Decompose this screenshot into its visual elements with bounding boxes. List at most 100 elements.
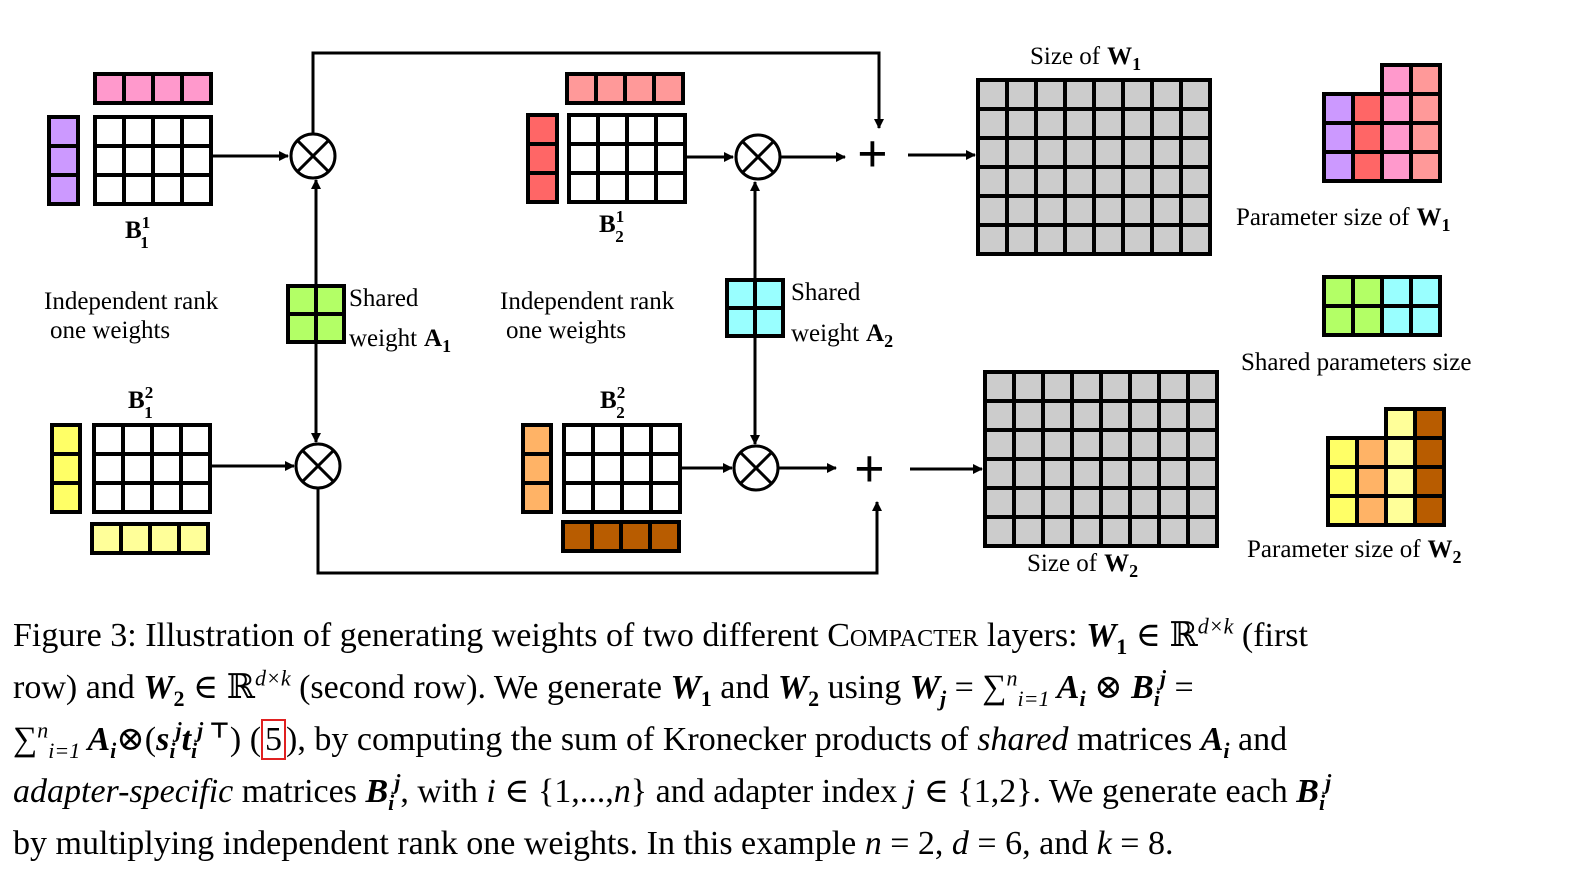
rank-one-col-vector-b21-cell (526, 142, 559, 175)
rank-one-col-vector-b22-cell (521, 452, 553, 485)
shared-weight-a2-cell (725, 306, 757, 338)
weight-matrix-w2-cell (1070, 515, 1103, 548)
rank-one-row-vector-b11-cell (180, 72, 213, 105)
caption-line-3: ∑ni=1 Ai⊗(sijtij ⊤) (5), by computing th… (13, 717, 1288, 763)
weight-matrix-w2-cell (1070, 399, 1103, 432)
shared-params-size-cell (1351, 304, 1384, 337)
weight-matrix-w2-cell (983, 457, 1016, 490)
param-size-w2-cell (1355, 436, 1388, 469)
weight-matrix-w1-cell (1179, 78, 1212, 111)
param-size-w1-cell (1380, 121, 1413, 154)
rank-one-row-vector-b22-cell (561, 520, 594, 553)
weight-matrix-w1-cell (1121, 78, 1154, 111)
matrix-b12-cell (92, 423, 125, 456)
weight-matrix-w2-cell (1128, 457, 1161, 490)
weight-matrix-w1-cell (1005, 223, 1038, 256)
param-size-w1-cell (1322, 92, 1355, 125)
weight-matrix-w1-cell (1150, 223, 1183, 256)
kronecker-icon-b22-stroke (739, 451, 773, 485)
weight-matrix-w1-cell (1092, 78, 1125, 111)
rank-one-col-vector-b22-cell (521, 481, 553, 514)
matrix-b11-cell (180, 115, 213, 148)
matrix-b22-cell (591, 423, 624, 456)
weight-matrix-w2-cell (1157, 457, 1190, 490)
matrix-b21-cell (625, 142, 658, 175)
matrix-b22-cell (620, 423, 653, 456)
weight-matrix-w2-cell (1099, 486, 1132, 519)
weight-matrix-w2-cell (1186, 399, 1219, 432)
weight-matrix-w1-cell (1121, 165, 1154, 198)
kronecker-icon-b11-stroke (296, 139, 330, 173)
weight-matrix-w2-cell (1157, 486, 1190, 519)
figure-caption: Figure 3: Illustration of generating wei… (13, 610, 1533, 870)
rank-one-row-vector-b22-cell (648, 520, 681, 553)
rank-one-row-vector-b21-cell (623, 72, 656, 105)
weight-matrix-w1-cell (1063, 194, 1096, 227)
weight-matrix-w1-cell (1121, 107, 1154, 140)
rank-one-col-vector-b21-cell (526, 171, 559, 204)
weight-matrix-w2-cell (1157, 428, 1190, 461)
weight-matrix-w2-cell (1099, 428, 1132, 461)
weight-matrix-w2-cell (1128, 515, 1161, 548)
caption-line-5: by multiplying independent rank one weig… (13, 825, 1174, 862)
independent-weights-label-1b: one weights (50, 317, 170, 344)
weight-matrix-w1-cell (976, 107, 1009, 140)
weight-matrix-w1-cell (1092, 107, 1125, 140)
matrix-b22-cell (620, 452, 653, 485)
weight-matrix-w2-cell (1186, 457, 1219, 490)
shared-params-size-cell (1380, 275, 1413, 308)
rank-one-col-vector-b12-cell (50, 452, 82, 485)
param-size-w1-cell (1351, 150, 1384, 183)
param-size-w2-cell (1355, 465, 1388, 498)
param-size-w2-cell (1355, 494, 1388, 527)
matrix-b21-cell (596, 142, 629, 175)
matrix-b11-cell (93, 115, 126, 148)
rank-one-row-vector-b12-cell (90, 522, 123, 555)
weight-matrix-w2-cell (1070, 457, 1103, 490)
shared-weight-a2-cell (753, 306, 785, 338)
matrix-b21-cell (567, 113, 600, 146)
weight-matrix-w2-cell (1012, 486, 1045, 519)
param-size-w2-cell (1384, 436, 1417, 469)
param-size-w1-cell (1380, 150, 1413, 183)
matrix-b11-cell (93, 144, 126, 177)
param-size-w2-cell (1413, 436, 1446, 469)
weight-matrix-w1-cell (1121, 194, 1154, 227)
matrix-b22-cell (649, 481, 682, 514)
shared-params-size-cell (1380, 304, 1413, 337)
matrix-b12-cell (179, 481, 212, 514)
weight-matrix-w2-cell (983, 515, 1016, 548)
weight-matrix-w2-cell (1041, 486, 1074, 519)
shared-params-size-cell (1322, 275, 1355, 308)
weight-matrix-w1-cell (1063, 78, 1096, 111)
weight-matrix-w2-cell (1070, 486, 1103, 519)
weight-matrix-w2-cell (1186, 428, 1219, 461)
weight-matrix-w1-cell (1121, 223, 1154, 256)
weight-matrix-w1-cell (1034, 78, 1067, 111)
param-size-w1-cell (1380, 92, 1413, 125)
shared-params-size-cell (1322, 304, 1355, 337)
matrix-b21-cell (654, 171, 687, 204)
matrix-b12-cell (121, 481, 154, 514)
weight-matrix-w2-cell (983, 486, 1016, 519)
weight-matrix-w1-cell (1121, 136, 1154, 169)
weight-matrix-w2-cell (1157, 515, 1190, 548)
weight-matrix-w2-cell (1128, 399, 1161, 432)
kronecker-icon-b21-stroke (741, 140, 775, 174)
rank-one-row-vector-b21-cell (565, 72, 598, 105)
matrix-b12-cell (121, 452, 154, 485)
weight-matrix-w1-cell (1150, 78, 1183, 111)
matrix-b11-cell (180, 173, 213, 206)
rank-one-col-vector-b11-cell (47, 144, 80, 177)
weight-matrix-w1-cell (1005, 107, 1038, 140)
equation-reference-link[interactable]: 5 (261, 719, 287, 760)
param-size-w2-cell (1413, 465, 1446, 498)
independent-weights-label-1a: Independent rank (44, 288, 219, 315)
weight-matrix-w1-cell (1063, 165, 1096, 198)
